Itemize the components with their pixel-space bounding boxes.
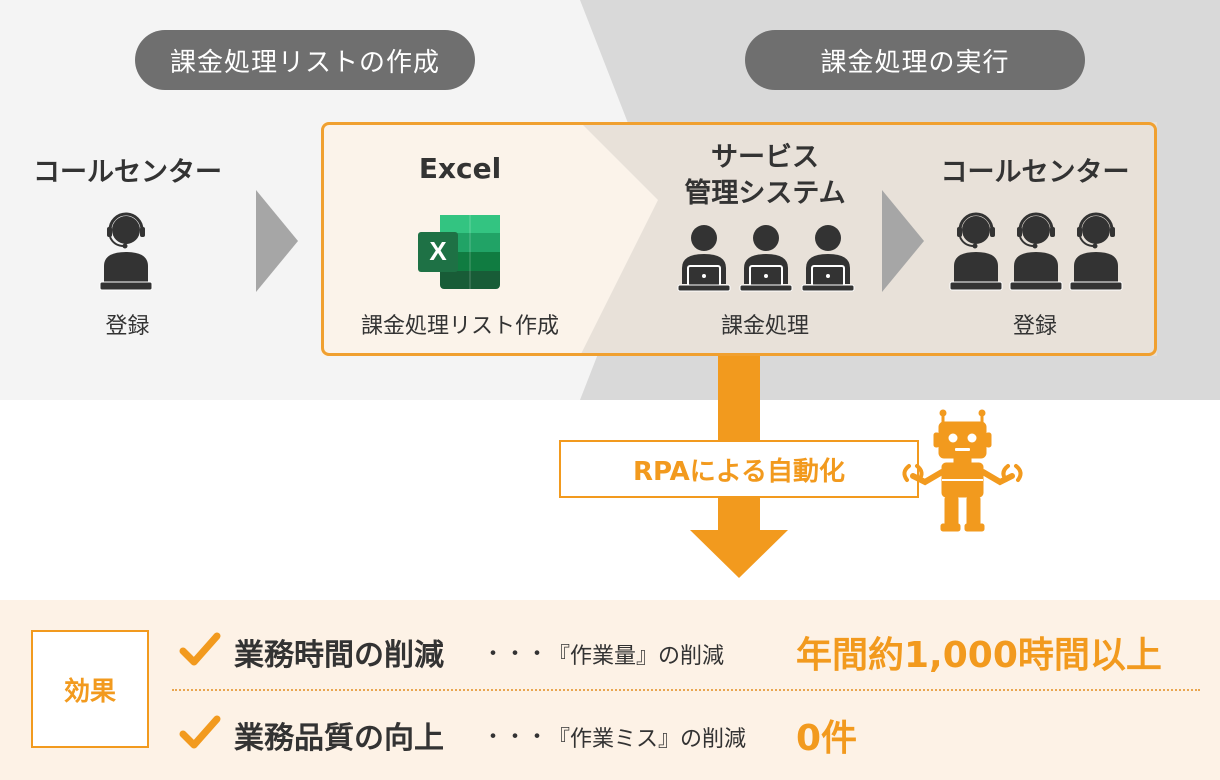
chevron-arrow-icon: [882, 190, 924, 292]
step-service-title: サービス 管理システム: [660, 140, 870, 212]
phase-create-pill: 課金処理リストの作成: [135, 30, 475, 90]
laptop-worker-icon: [739, 225, 793, 292]
step-callcenter-caption: 登録: [105, 314, 150, 339]
staff-group: [676, 222, 856, 292]
effect-row1-title: 業務時間の削減: [234, 638, 444, 673]
effect-row1-value: 年間約1,000時間以上: [796, 635, 1162, 676]
rpa-automation-label: RPAによる自動化: [559, 440, 919, 498]
step-service-title-line1: サービス: [711, 142, 819, 173]
checkmark-icon: [179, 632, 221, 666]
step-callcenter2-caption: 登録: [1012, 314, 1057, 339]
step-service-caption: 課金処理: [720, 314, 809, 339]
effect-row1-desc: 『作業量』の削減: [548, 644, 725, 669]
effect-row1-dots: ・・・: [482, 642, 549, 667]
effect-row2-value: 0件: [796, 718, 858, 759]
step-service-title-line2: 管理システム: [684, 178, 846, 209]
step-excel-caption: 課金処理リスト作成: [360, 314, 559, 339]
step-callcenter-title: コールセンター: [33, 157, 222, 188]
laptop-worker-icon: [801, 225, 855, 292]
headset-operator-icon: [949, 212, 1003, 291]
automation-scope-frame: [321, 122, 1157, 356]
step-excel-title: Excel: [418, 152, 502, 185]
robot-icon: [902, 409, 1023, 532]
effects-divider: [172, 689, 1200, 691]
step-callcenter2-title: コールセンター: [940, 157, 1130, 188]
operator-group: [949, 210, 1123, 292]
headset-operator-icon: [1009, 212, 1063, 291]
headset-operator-icon: [99, 212, 153, 291]
effect-row2-dots: ・・・: [482, 725, 549, 750]
effects-label: 効果: [31, 630, 149, 748]
excel-letter: X: [429, 236, 447, 266]
checkmark-icon: [179, 715, 221, 749]
excel-icon: X: [418, 215, 500, 289]
effect-row2-title: 業務品質の向上: [234, 721, 444, 756]
phase-execute-pill: 課金処理の実行: [745, 30, 1085, 90]
chevron-arrow-icon: [256, 190, 298, 292]
headset-operator-icon: [1069, 212, 1123, 291]
laptop-worker-icon: [677, 225, 731, 292]
effect-row2-desc: 『作業ミス』の削減: [548, 727, 747, 752]
